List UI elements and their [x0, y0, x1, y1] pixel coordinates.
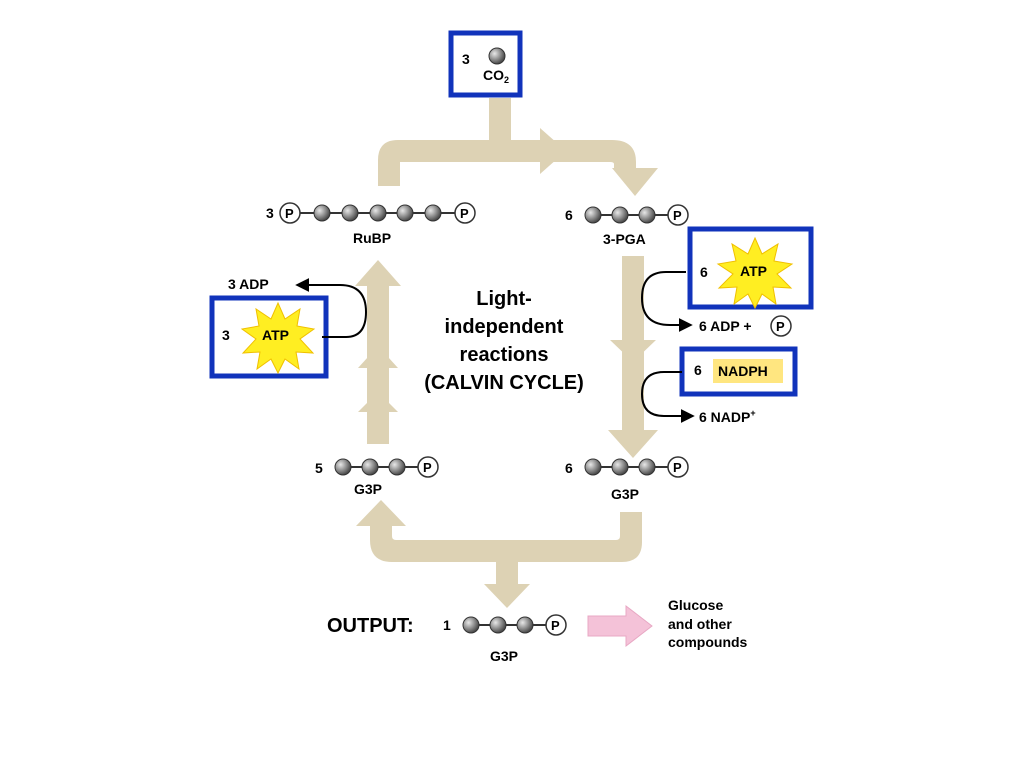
output-p: P — [551, 618, 560, 633]
nadph-label: NADPH — [718, 363, 768, 379]
svg-text:compounds: compounds — [668, 634, 748, 650]
adp-right-p: P — [776, 319, 785, 334]
glucose-text: Glucose and other compounds — [668, 597, 748, 650]
nadph-box: 6 NADPH — [679, 346, 798, 397]
rubp-p-left: P — [285, 206, 294, 221]
pga-p: P — [673, 208, 682, 223]
atp-left-box: 3 ATP — [209, 295, 329, 379]
atp-right-label: ATP — [740, 263, 767, 279]
carbon-ball — [488, 47, 506, 65]
output-count: 1 — [443, 617, 451, 633]
g3p-left-molecule: 5 P G3P — [315, 456, 439, 497]
nadp-text: 6 NADP+ — [699, 408, 756, 425]
rubp-p-right: P — [460, 206, 469, 221]
svg-text:independent: independent — [445, 316, 564, 338]
co2-box: 3 CO2 — [448, 30, 523, 98]
adp-right-text: 6 ADP + — [699, 318, 752, 334]
rubp-molecule: 3 P P RuBP — [266, 202, 476, 246]
adp-right: 6 ADP + P — [699, 315, 792, 337]
nadph-to-nadp-arrow — [640, 371, 695, 423]
rubp-label: RuBP — [353, 230, 391, 246]
g3p-left-count: 5 — [315, 460, 323, 476]
atp-right-box: 6 ATP — [687, 226, 814, 310]
output-label: OUTPUT: — [327, 615, 414, 637]
atp-left-label: ATP — [262, 327, 289, 343]
atp-right-count: 6 — [700, 264, 708, 280]
svg-text:reactions: reactions — [460, 344, 549, 366]
g3p-right-count: 6 — [565, 460, 573, 476]
pga-molecule: 6 P 3-PGA — [565, 204, 689, 247]
atp-to-adp-left-arrow — [295, 278, 368, 338]
nadph-count: 6 — [694, 362, 702, 378]
adp-left-text: 3 ADP — [228, 276, 269, 292]
rubp-count: 3 — [266, 205, 274, 221]
pga-count: 6 — [565, 207, 573, 223]
cycle-title: Light- independent reactions (CALVIN CYC… — [424, 288, 584, 394]
g3p-right-molecule: 6 P G3P — [565, 456, 689, 502]
g3p-left-label: G3P — [354, 481, 382, 497]
cycle-arrows — [355, 98, 658, 608]
g3p-right-p: P — [673, 460, 682, 475]
pga-label: 3-PGA — [603, 231, 646, 247]
g3p-left-p: P — [423, 460, 432, 475]
output-g3p: G3P — [490, 648, 518, 664]
co2-label: CO2 — [483, 67, 509, 85]
g3p-right-label: G3P — [611, 486, 639, 502]
atp-left-count: 3 — [222, 327, 230, 343]
svg-text:(CALVIN CYCLE): (CALVIN CYCLE) — [424, 372, 584, 394]
pink-output-arrow — [587, 604, 653, 648]
svg-text:Light-: Light- — [476, 288, 532, 310]
output-row: OUTPUT: 1 P G3P — [327, 614, 567, 664]
svg-text:and other: and other — [668, 616, 732, 632]
atp-star-left — [240, 301, 316, 375]
atp-to-adp-arrow — [640, 271, 693, 332]
svg-text:Glucose: Glucose — [668, 597, 723, 613]
co2-count: 3 — [462, 51, 470, 67]
atp-star-right — [716, 236, 794, 310]
